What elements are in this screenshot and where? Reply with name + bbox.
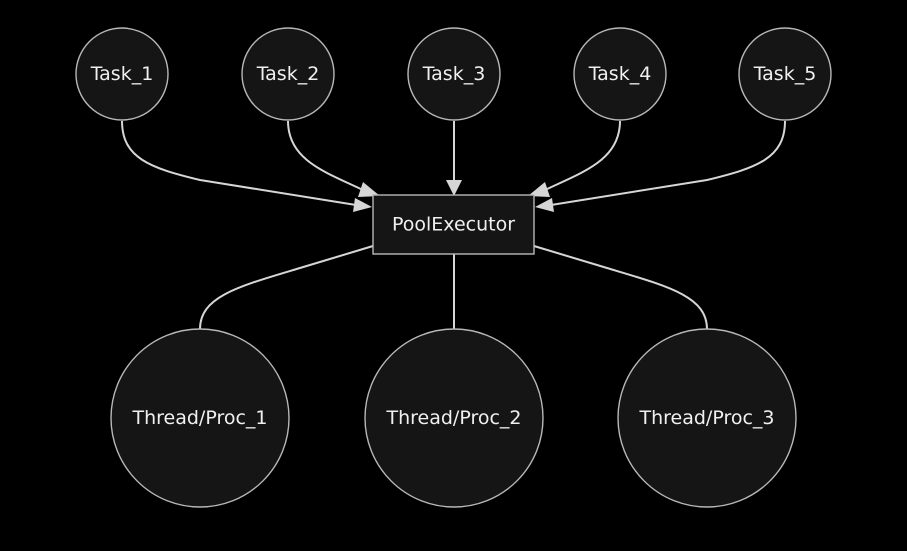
task-node-4: Task_4 bbox=[573, 27, 667, 121]
task-node-3-circle bbox=[407, 27, 501, 121]
task-node-3: Task_3 bbox=[407, 27, 501, 121]
task-node-1-label: Task_1 bbox=[90, 63, 154, 85]
edge-executor-to-worker1 bbox=[199, 245, 374, 330]
edges-tasks-to-executor bbox=[121, 120, 786, 212]
executor-node: PoolExecutor bbox=[372, 194, 535, 255]
worker-node-3-circle bbox=[617, 328, 797, 508]
task-node-1-circle bbox=[75, 27, 169, 121]
worker-node-2-circle bbox=[364, 328, 544, 508]
task-node-5: Task_5 bbox=[738, 27, 832, 121]
executor-node-box bbox=[372, 194, 535, 255]
edge-executor-to-worker3 bbox=[533, 245, 708, 330]
worker-node-1-label: Thread/Proc_1 bbox=[131, 407, 267, 429]
worker-node-1: Thread/Proc_1 bbox=[110, 328, 290, 508]
arrow-head-task5 bbox=[535, 198, 554, 212]
edge-task5-to-executor bbox=[550, 120, 786, 206]
edge-task1-to-executor bbox=[121, 120, 357, 206]
task-node-2-circle bbox=[241, 27, 335, 121]
arrow-head-task2 bbox=[358, 182, 380, 197]
task-node-4-circle bbox=[573, 27, 667, 121]
task-node-5-label: Task_5 bbox=[753, 63, 817, 85]
task-node-5-circle bbox=[738, 27, 832, 121]
task-node-2: Task_2 bbox=[241, 27, 335, 121]
task-node-3-label: Task_3 bbox=[422, 63, 486, 85]
task-node-4-label: Task_4 bbox=[588, 63, 652, 85]
executor-node-label: PoolExecutor bbox=[392, 214, 515, 236]
edge-task2-to-executor bbox=[287, 120, 364, 191]
task-node-1: Task_1 bbox=[75, 27, 169, 121]
worker-node-2-label: Thread/Proc_2 bbox=[385, 407, 521, 429]
arrow-head-task1 bbox=[353, 198, 372, 212]
task-node-2-label: Task_2 bbox=[256, 63, 320, 85]
worker-node-3: Thread/Proc_3 bbox=[617, 328, 797, 508]
worker-node-1-circle bbox=[110, 328, 290, 508]
worker-node-3-label: Thread/Proc_3 bbox=[638, 407, 774, 429]
edges-executor-to-workers bbox=[199, 245, 708, 330]
arrow-head-task4 bbox=[528, 182, 550, 197]
worker-node-2: Thread/Proc_2 bbox=[364, 328, 544, 508]
edge-task4-to-executor bbox=[544, 120, 621, 191]
arrow-head-task3 bbox=[446, 180, 462, 196]
